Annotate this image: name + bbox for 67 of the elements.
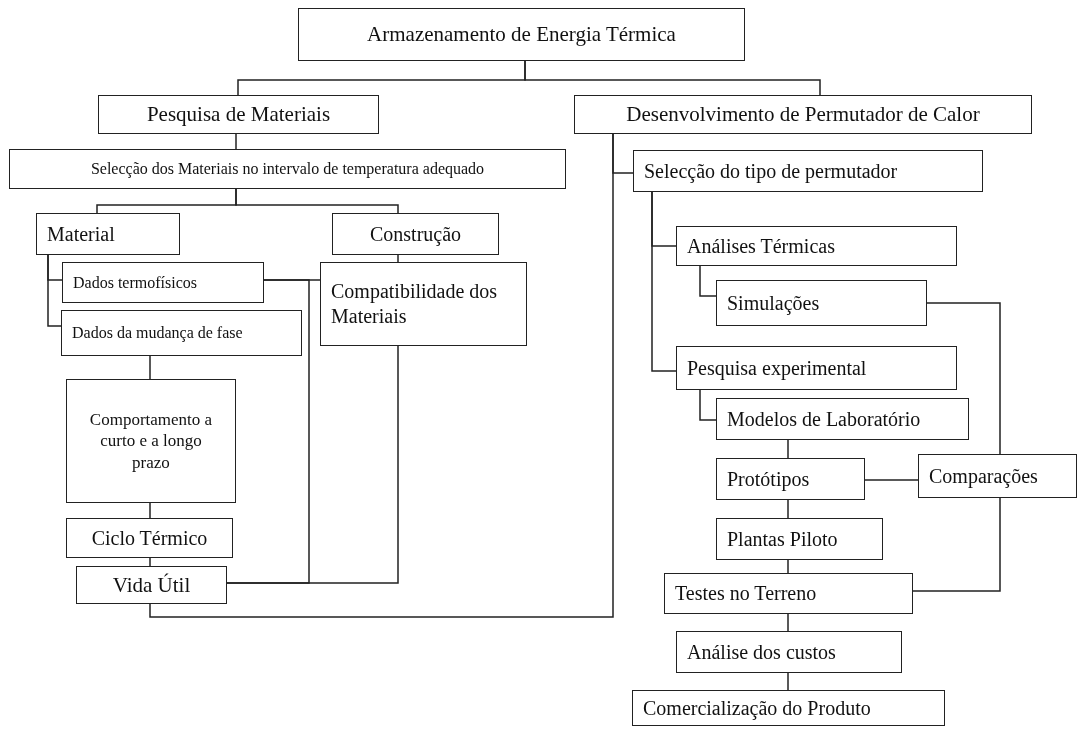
box-label: Análise dos custos bbox=[687, 639, 836, 665]
box-label: Testes no Terreno bbox=[675, 581, 817, 606]
process-box bbox=[716, 518, 883, 560]
process-box bbox=[61, 310, 302, 356]
box-label: Protótipos bbox=[727, 466, 810, 492]
connector-line bbox=[699, 265, 717, 297]
connector-line bbox=[864, 479, 919, 481]
process-box bbox=[676, 346, 957, 390]
process-box bbox=[9, 149, 566, 189]
connector-line bbox=[787, 499, 789, 519]
connector-line bbox=[912, 497, 1001, 592]
box-label: Construção bbox=[369, 221, 462, 247]
process-box bbox=[76, 566, 227, 604]
connector-line bbox=[612, 133, 634, 174]
process-box bbox=[320, 262, 527, 346]
box-label: Desenvolvimento de Permutador de Calor bbox=[626, 101, 980, 128]
connector-line bbox=[235, 188, 399, 214]
process-box bbox=[716, 280, 927, 326]
box-label: Simulações bbox=[727, 290, 820, 316]
process-box bbox=[676, 226, 957, 266]
box-label: Comportamento a curto e a longo prazo bbox=[88, 409, 214, 473]
connector-line bbox=[699, 389, 717, 421]
connector-line bbox=[787, 672, 789, 691]
process-box bbox=[298, 8, 745, 61]
process-box bbox=[664, 573, 913, 614]
connector-line bbox=[226, 345, 399, 584]
box-label: Dados da mudança de fase bbox=[72, 323, 243, 343]
box-label: Comercialização do Produto bbox=[643, 695, 871, 721]
process-box bbox=[676, 631, 902, 673]
process-box bbox=[918, 454, 1077, 498]
process-box bbox=[36, 213, 180, 255]
process-box bbox=[574, 95, 1032, 134]
process-box bbox=[716, 398, 969, 440]
box-label: Selecção dos Materiais no intervalo de temperatura adequado bbox=[90, 159, 485, 179]
process-box bbox=[66, 518, 233, 558]
process-box bbox=[633, 150, 983, 192]
box-label: Ciclo Térmico bbox=[91, 525, 208, 551]
box-label: Compatibilidade dos Materiais bbox=[331, 279, 499, 329]
box-label: Vida Útil bbox=[112, 571, 191, 599]
box-label: Material bbox=[47, 221, 115, 247]
connector-line bbox=[524, 60, 821, 96]
process-box bbox=[66, 379, 236, 503]
box-label: Selecção do tipo de permutador bbox=[644, 158, 898, 184]
connector-line bbox=[149, 355, 151, 380]
process-box bbox=[716, 458, 865, 500]
box-label: Plantas Piloto bbox=[727, 526, 838, 552]
box-label: Armazenamento de Energia Térmica bbox=[367, 21, 676, 48]
process-box bbox=[332, 213, 499, 255]
box-label: Comparações bbox=[929, 463, 1038, 489]
box-label: Modelos de Laboratório bbox=[727, 406, 921, 432]
connector-line bbox=[651, 191, 677, 372]
connector-line bbox=[235, 133, 237, 150]
process-box bbox=[98, 95, 379, 134]
box-label: Dados termofísicos bbox=[73, 272, 197, 293]
connector-line bbox=[787, 559, 789, 574]
connector-line bbox=[787, 613, 789, 632]
box-label: Pesquisa de Materiais bbox=[146, 101, 331, 128]
connector-line bbox=[787, 439, 789, 459]
connector-line bbox=[397, 254, 399, 263]
connector-line bbox=[926, 302, 1001, 455]
box-label: Pesquisa experimental bbox=[687, 355, 867, 381]
connector-line bbox=[47, 254, 62, 327]
connector-line bbox=[149, 502, 151, 519]
process-box bbox=[632, 690, 945, 726]
process-box bbox=[62, 262, 264, 303]
connector-line bbox=[149, 557, 151, 567]
box-label: Análises Térmicas bbox=[687, 233, 835, 259]
